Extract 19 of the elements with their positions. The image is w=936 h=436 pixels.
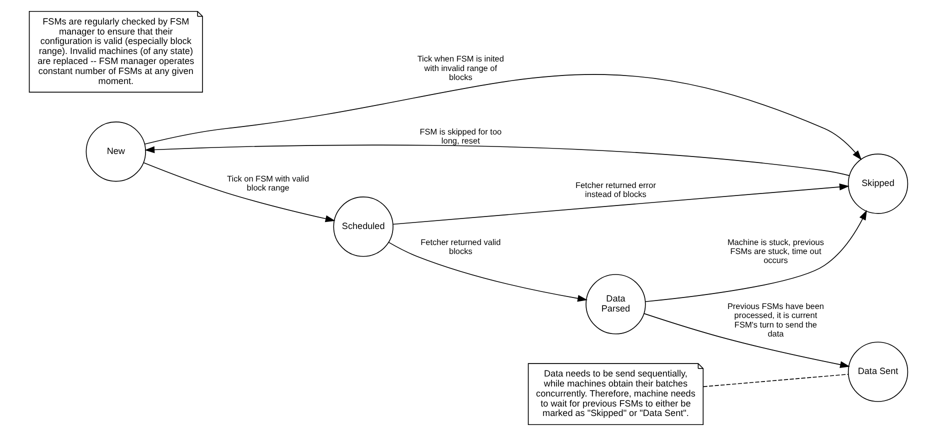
arrow <box>392 183 849 225</box>
arrow <box>144 144 850 176</box>
node-circle: Skipped <box>847 154 908 214</box>
edge-label: Tick when FSM is inited with invalid range of blocks <box>416 54 504 82</box>
edge-label: FSM is skipped for too long, reset <box>419 127 502 146</box>
node-circle: Data Sent <box>847 342 908 402</box>
node-circle: Data Parsed <box>585 274 646 334</box>
connector <box>702 374 848 388</box>
edge-label: Fetcher returned valid blocks <box>420 238 500 256</box>
arrow <box>144 74 862 160</box>
node-circle: New <box>85 122 146 182</box>
edge-label: Previous FSMs have been processed, it is current FSM's turn to send the data <box>726 302 824 338</box>
node-circle: Scheduled <box>332 196 393 257</box>
arrow <box>644 210 866 302</box>
arrow <box>388 242 588 302</box>
edge-label: Machine is stuck, previous FSMs are stuck, time out occurs <box>726 238 824 265</box>
arrow <box>142 162 335 222</box>
edge-label: Fetcher returned error instead of blocks <box>574 180 656 199</box>
edge-label: Tick on FSM with valid block range <box>226 174 309 192</box>
